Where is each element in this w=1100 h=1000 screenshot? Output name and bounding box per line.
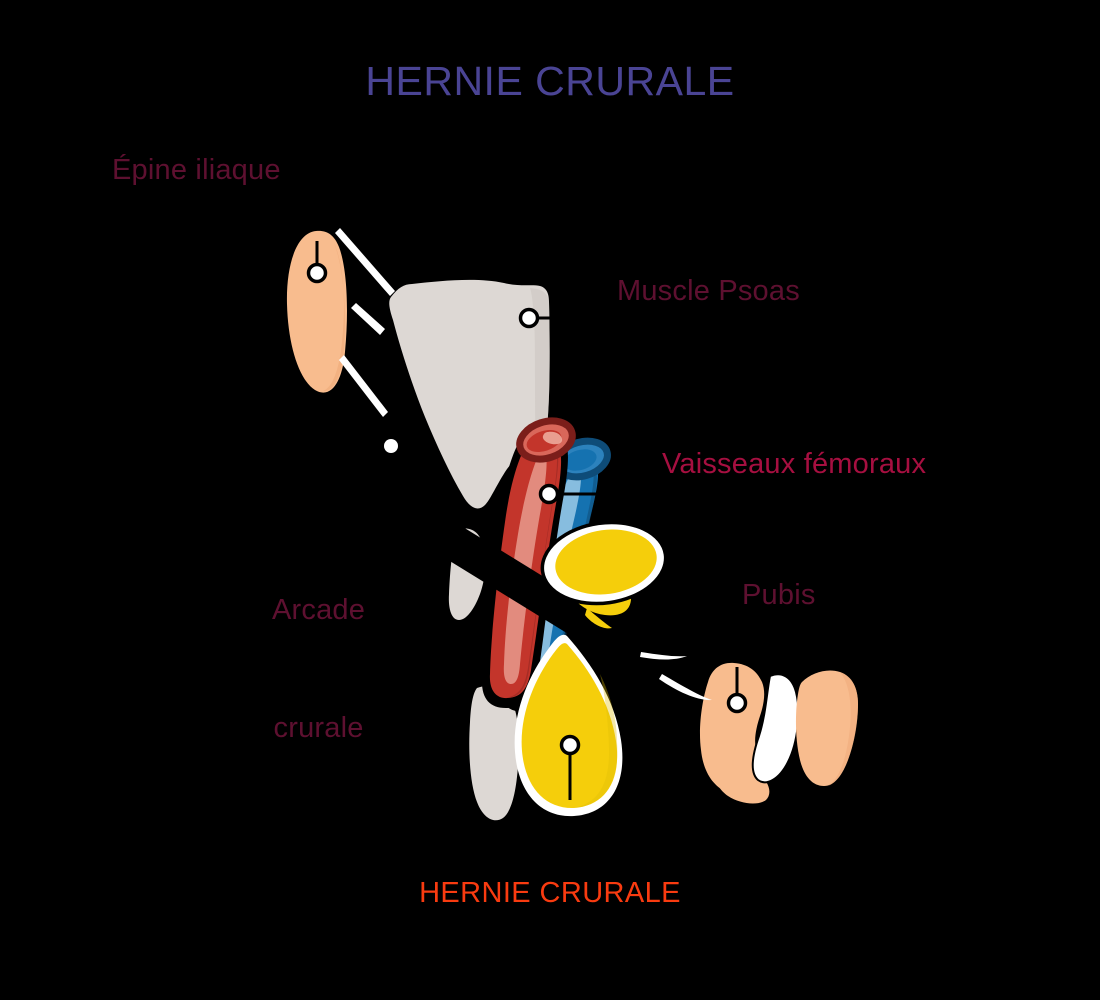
femoral-artery-shadow xyxy=(506,438,559,698)
page-title: HERNIE CRURALE xyxy=(365,58,735,104)
pubis-right-shading xyxy=(828,672,858,786)
leader-stroke-3 xyxy=(339,355,388,417)
marker-muscle-psoas[interactable] xyxy=(518,307,540,329)
marker-pubis[interactable] xyxy=(726,692,748,714)
label-arcade-crurale-line1: Arcade xyxy=(272,594,366,627)
pubis-symphysis xyxy=(751,673,800,784)
psoas-muscle-group xyxy=(389,279,550,509)
psoas-muscle-shape xyxy=(389,279,550,509)
leader-stroke-curve-2 xyxy=(659,674,712,701)
hernia-fat-upper-group xyxy=(540,520,668,629)
label-muscle-psoas: Muscle Psoas xyxy=(617,275,800,307)
leader-stroke-1 xyxy=(335,228,395,296)
hernia-sac-group xyxy=(514,634,623,817)
iliac-spine-shape xyxy=(286,230,347,393)
hernia-fat-upper-body xyxy=(555,529,657,595)
marker-hernia-sac[interactable] xyxy=(559,734,581,756)
label-epine-iliaque: Épine iliaque xyxy=(112,154,281,186)
hernia-sac-shading xyxy=(574,674,618,808)
hernia-sac-body xyxy=(521,643,618,809)
footer-caption: HERNIE CRURALE xyxy=(419,877,681,909)
bone-fragment-lower xyxy=(469,686,519,821)
pubis-left-inferior-ramus xyxy=(714,758,770,804)
white-leader-strokes xyxy=(335,228,712,701)
callout-markers xyxy=(306,241,748,800)
psoas-muscle-shading xyxy=(530,288,550,442)
leader-stroke-curve-1 xyxy=(640,652,687,660)
hernia-fat-upper-tip xyxy=(585,608,612,629)
femoral-vein-cap-inner xyxy=(563,449,597,471)
iliac-spine-group xyxy=(286,230,347,393)
femoral-artery-cap-gloss xyxy=(542,431,563,445)
label-arcade-crurale-line2: crurale xyxy=(273,711,364,744)
marker-vaisseaux-femoraux[interactable] xyxy=(538,483,560,505)
pubis-left-bone xyxy=(699,662,766,795)
leader-stroke-2 xyxy=(351,303,385,335)
label-arcade-crurale: Arcade crurale xyxy=(272,513,365,826)
marker-arcade-crurale[interactable] xyxy=(384,439,398,453)
marker-epine-iliaque[interactable] xyxy=(306,262,328,284)
pubis-right-bone xyxy=(795,670,858,786)
pubis-group xyxy=(699,662,858,804)
label-vaisseaux-femoraux: Vaisseaux fémoraux xyxy=(662,448,927,480)
label-pubis: Pubis xyxy=(742,579,816,611)
inguinal-ligament-band xyxy=(406,503,596,640)
inguinal-ligament-group xyxy=(406,503,596,640)
